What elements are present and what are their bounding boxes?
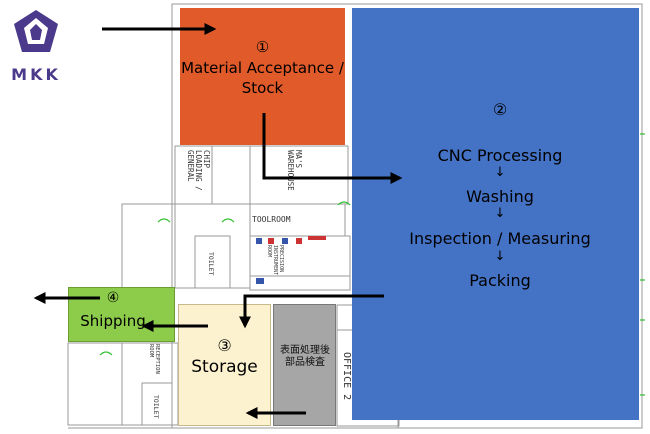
chip-loading-label: CHIP LOADING / GENERAL AREA (186, 150, 210, 191)
processing-step-packing: Packing (469, 271, 531, 290)
shipping-zone-label: Shipping (80, 312, 146, 330)
processing-zone-number: ② (492, 100, 508, 119)
shipping-zone (68, 287, 175, 342)
warehouse-label: MA'S WAREHOUSE (286, 150, 302, 191)
reception-room-label: RECEPTION ROOM (148, 344, 160, 374)
mkk-logo-mark (14, 10, 58, 52)
arrow-material-to-processing (262, 113, 403, 184)
toolroom-label: TOOLROOM (252, 215, 291, 224)
processing-step-washing: Washing (466, 187, 534, 206)
processing-zone (352, 8, 639, 420)
processing-arrow-1: ↓ (494, 165, 506, 180)
processing-step-cnc: CNC Processing (437, 146, 563, 165)
inspection-room-label: 表面処理後部品検査 (280, 345, 330, 368)
storage-zone-number: ③ (217, 336, 232, 355)
arrow-processing-to-storage (239, 294, 384, 329)
office-label: OFFICE 2 (341, 352, 352, 401)
storage-zone-label: Storage (191, 357, 258, 377)
instrument-room-label: PRECISION INSTRUMENT ROOM (266, 245, 284, 275)
toilet-label-2: TOILET (152, 395, 160, 419)
toilet-label-1: TOILET (207, 252, 215, 276)
material-zone-label: Material Acceptance / Stock (181, 59, 344, 97)
processing-arrow-3: ↓ (494, 249, 506, 264)
material-zone-number: ① (255, 38, 270, 56)
processing-step-inspection: Inspection / Measuring (409, 229, 591, 248)
mkk-logo-text: MKK (11, 65, 61, 84)
inspection-room (273, 304, 336, 426)
processing-arrow-2: ↓ (494, 206, 506, 221)
shipping-zone-number: ④ (106, 290, 120, 306)
storage-zone (178, 304, 271, 426)
